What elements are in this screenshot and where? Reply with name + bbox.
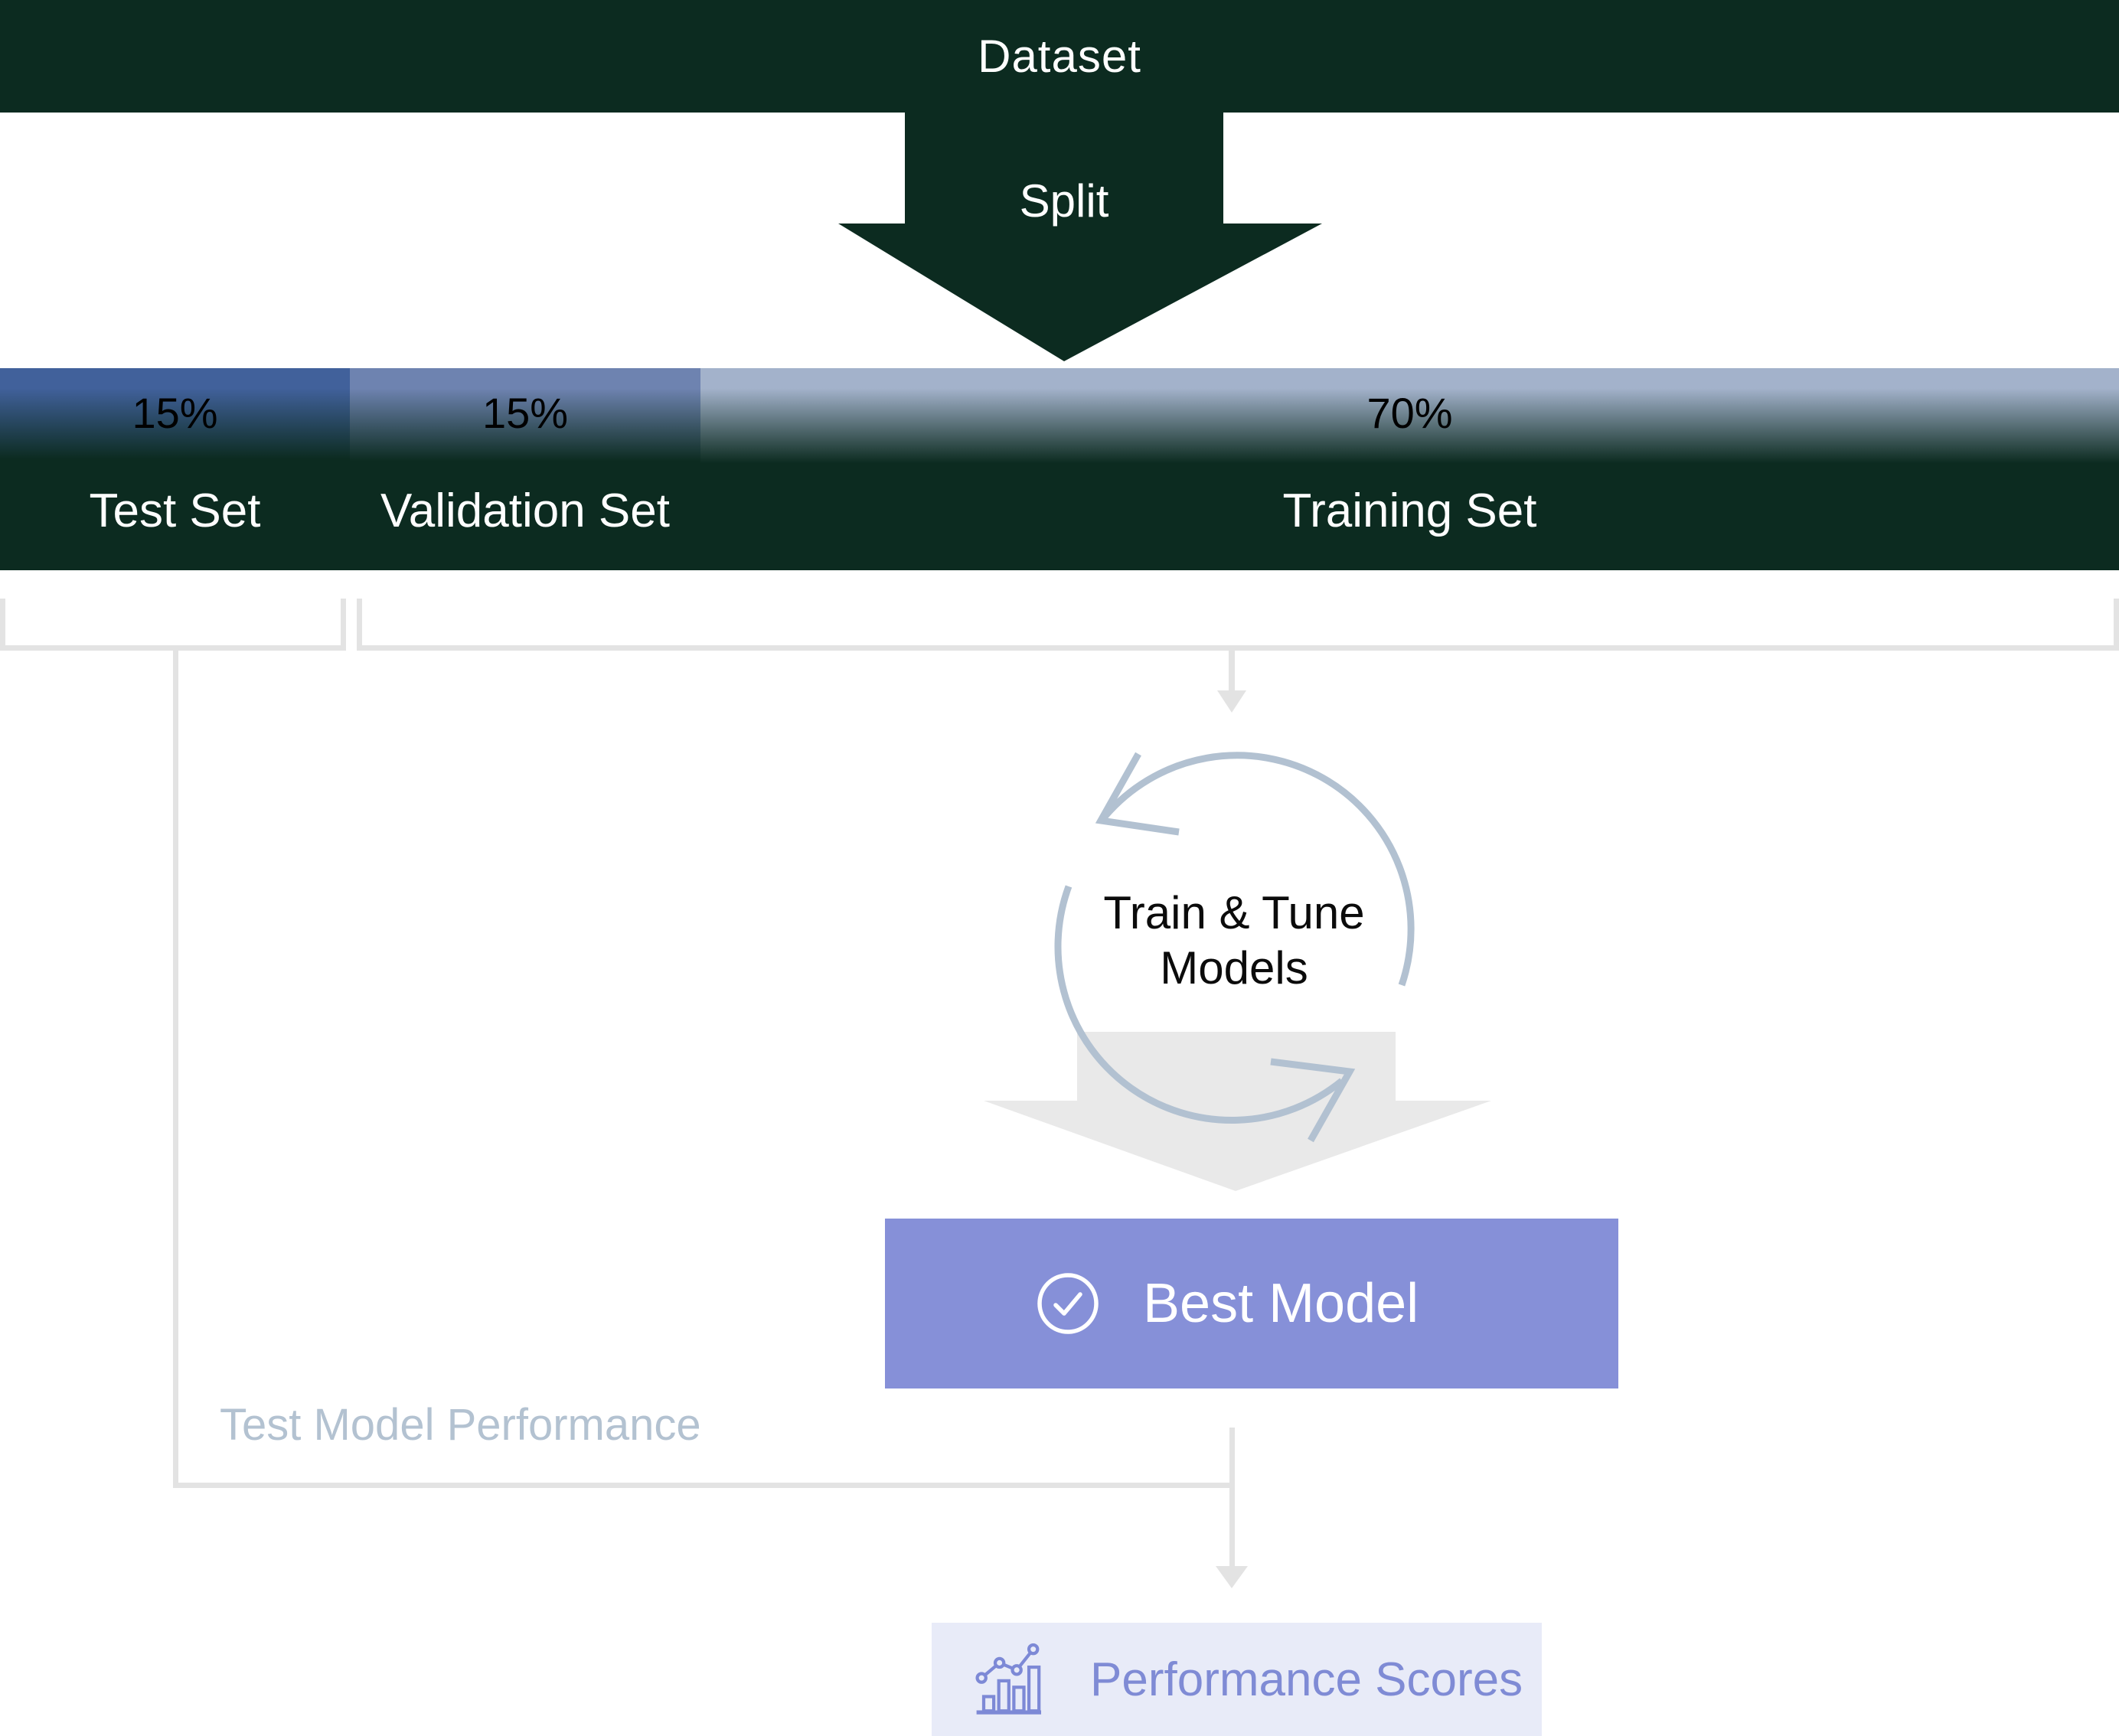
test-model-performance-label: Test Model Performance	[220, 1400, 701, 1450]
validation-set-percent: 15%	[482, 389, 569, 437]
train-arrow-stem	[1229, 651, 1235, 692]
cycle-arc-bottom	[1054, 885, 1344, 1124]
combo-chart-icon	[975, 1643, 1041, 1715]
training-set-percent: 70%	[1366, 389, 1453, 437]
test-set-label: Test Set	[89, 485, 261, 537]
test-bracket-right-edge	[341, 599, 346, 645]
test-set-percent: 15%	[132, 389, 218, 437]
validation-set-label: Validation Set	[380, 485, 670, 537]
train-tune-line2: Models	[1160, 942, 1308, 994]
cycle-arrowhead-right	[1270, 1058, 1356, 1143]
train-bracket-bar	[357, 645, 2119, 651]
test-bracket-bar	[0, 645, 346, 651]
train-tune-line1: Train & Tune	[1103, 887, 1365, 938]
performance-scores-box: Performance Scores	[932, 1623, 1542, 1736]
training-set-label: Training Set	[1282, 485, 1537, 537]
cycle-arrows-icon	[1054, 752, 1415, 1143]
segment-training-set: 70% Training Set	[700, 368, 2119, 570]
cycle-arrowhead-left	[1095, 752, 1180, 836]
test-bracket-left-edge	[0, 599, 5, 645]
train-bracket-left-edge	[357, 599, 362, 645]
best-model-label: Best Model	[1143, 1273, 1419, 1334]
split-bar: 15% Test Set 15% Validation Set 70% Trai…	[0, 368, 2119, 570]
train-arrow-head	[1217, 690, 1246, 713]
performance-horizontal-line	[173, 1483, 1235, 1488]
best-model-big-arrow	[984, 1032, 1491, 1191]
dataset-label: Dataset	[978, 31, 1141, 82]
best-model-drop-line	[1229, 1428, 1235, 1566]
dataset-bar: Dataset	[0, 0, 2119, 113]
cycle-arc-top	[1102, 752, 1415, 987]
split-label: Split	[1019, 175, 1109, 227]
segment-test-set: 15% Test Set	[0, 368, 350, 570]
split-down-arrow	[838, 112, 1322, 361]
test-set-connector-line	[173, 651, 178, 1488]
train-bracket-right-edge	[2114, 599, 2119, 645]
check-circle-icon	[1037, 1273, 1099, 1334]
performance-arrow-head	[1216, 1566, 1248, 1588]
train-tune-label: Train & Tune Models	[1103, 886, 1364, 996]
segment-validation-set: 15% Validation Set	[350, 368, 700, 570]
performance-scores-label: Performance Scores	[1090, 1653, 1523, 1706]
best-model-box: Best Model	[885, 1219, 1618, 1388]
